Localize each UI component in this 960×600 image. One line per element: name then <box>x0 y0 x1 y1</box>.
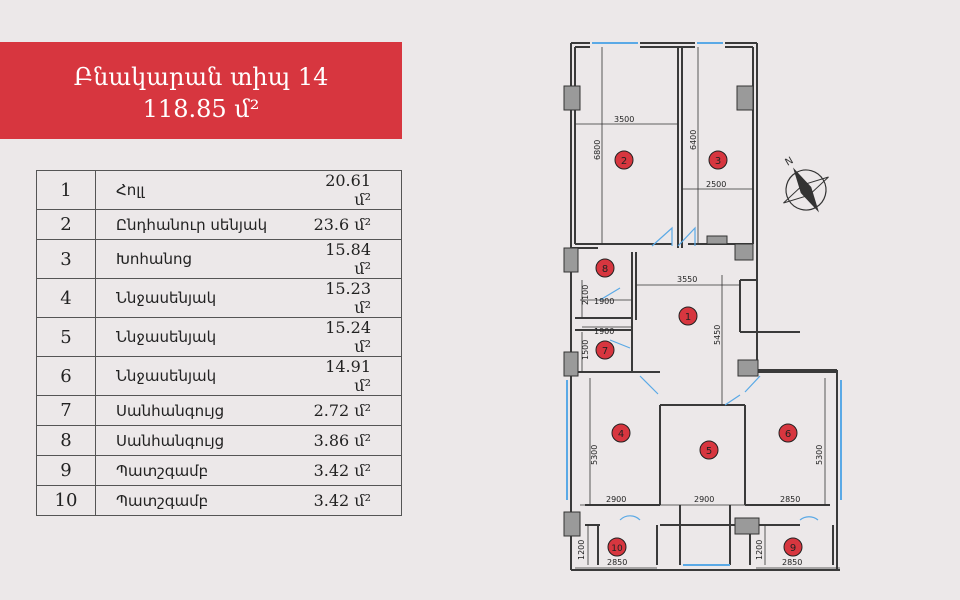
floor-plan: 3500 6800 6400 2500 3550 2100 1900 1900 … <box>563 42 842 571</box>
room-area: 3.42 մ² <box>310 455 402 486</box>
room-name: Սանհանգույց <box>95 395 310 426</box>
room-name: Պատշգամբ <box>95 485 310 516</box>
room-marker: 5 <box>699 440 719 460</box>
svg-text:9: 9 <box>790 543 796 554</box>
dimension-label: 1200 <box>755 540 764 560</box>
svg-text:3: 3 <box>715 156 721 167</box>
room-name: Ննջասենյակ <box>95 278 310 318</box>
dimension-lines <box>575 47 840 569</box>
room-name: Ննջասենյակ <box>95 317 310 357</box>
room-number: 7 <box>36 395 96 426</box>
room-marker: 4 <box>611 423 631 443</box>
room-name: Պատշգամբ <box>95 455 310 486</box>
svg-text:5: 5 <box>706 446 712 457</box>
dimension-label: 2850 <box>780 495 800 504</box>
room-number: 1 <box>36 170 96 210</box>
room-markers: 1 2 3 4 5 6 7 8 9 10 <box>595 150 803 557</box>
svg-text:4: 4 <box>618 429 624 440</box>
dimension-labels: 3500 6800 6400 2500 3550 2100 1900 1900 … <box>577 115 824 567</box>
room-area: 2.72 մ² <box>310 395 402 426</box>
room-marker: 8 <box>595 258 615 278</box>
dimension-label: 5300 <box>590 445 599 465</box>
room-area: 15.23 մ² <box>310 278 402 318</box>
room-marker: 6 <box>778 423 798 443</box>
svg-text:8: 8 <box>602 264 608 275</box>
room-number: 2 <box>36 209 96 240</box>
svg-text:6: 6 <box>785 429 791 440</box>
room-area: 3.86 մ² <box>310 425 402 456</box>
dimension-label: 1900 <box>594 327 614 336</box>
room-area: 20.61 մ² <box>310 170 402 210</box>
dimension-label: 2900 <box>606 495 626 504</box>
svg-text:1: 1 <box>685 312 691 323</box>
dimension-label: 2500 <box>706 180 726 189</box>
room-marker: 10 <box>607 537 627 557</box>
room-marker: 9 <box>783 537 803 557</box>
room-number: 3 <box>36 239 96 279</box>
room-number: 8 <box>36 425 96 456</box>
room-name: Խոհանոց <box>95 239 310 279</box>
room-number: 5 <box>36 317 96 357</box>
apartment-total-area: 118.85 մ² <box>142 95 260 123</box>
walls <box>570 42 840 571</box>
dimension-label: 3550 <box>677 275 697 284</box>
dimension-label: 1900 <box>594 297 614 306</box>
room-marker: 2 <box>614 150 634 170</box>
room-marker: 3 <box>708 150 728 170</box>
windows <box>566 42 842 566</box>
dimension-label: 1200 <box>577 540 586 560</box>
room-area: 3.42 մ² <box>310 485 402 516</box>
room-number: 9 <box>36 455 96 486</box>
room-area: 23.6 մ² <box>310 209 402 240</box>
svg-text:7: 7 <box>602 346 608 357</box>
dimension-label: 5450 <box>713 325 722 345</box>
door-swings <box>599 226 819 521</box>
room-name: Հոլլ <box>95 170 310 210</box>
dimension-label: 5300 <box>815 445 824 465</box>
apartment-title: Բնակարան տիպ 14 <box>73 63 329 91</box>
dimension-label: 6400 <box>689 130 698 150</box>
room-name: Ննջասենյակ <box>95 356 310 396</box>
room-marker: 1 <box>678 306 698 326</box>
dimension-label: 2850 <box>607 558 627 567</box>
compass-north-label: N <box>784 155 796 168</box>
svg-text:10: 10 <box>611 544 623 554</box>
dimension-label: 2100 <box>581 285 590 305</box>
room-number: 4 <box>36 278 96 318</box>
dimension-label: 2900 <box>694 495 714 504</box>
apartment-banner: Բնակարան տիպ 14 118.85 մ² <box>0 42 402 139</box>
dimension-label: 6800 <box>593 140 602 160</box>
dimension-label: 2850 <box>782 558 802 567</box>
room-number: 6 <box>36 356 96 396</box>
room-name: Ընդհանուր սենյակ <box>95 209 310 240</box>
compass-icon: N <box>783 155 829 213</box>
room-area: 15.24 մ² <box>310 317 402 357</box>
dimension-label: 1500 <box>581 340 590 360</box>
room-marker: 7 <box>595 340 615 360</box>
columns <box>563 85 760 537</box>
svg-text:2: 2 <box>621 156 627 167</box>
room-area: 14.91 մ² <box>310 356 402 396</box>
room-name: Սանհանգույց <box>95 425 310 456</box>
room-area: 15.84 մ² <box>310 239 402 279</box>
room-number: 10 <box>36 485 96 516</box>
dimension-label: 3500 <box>614 115 634 124</box>
